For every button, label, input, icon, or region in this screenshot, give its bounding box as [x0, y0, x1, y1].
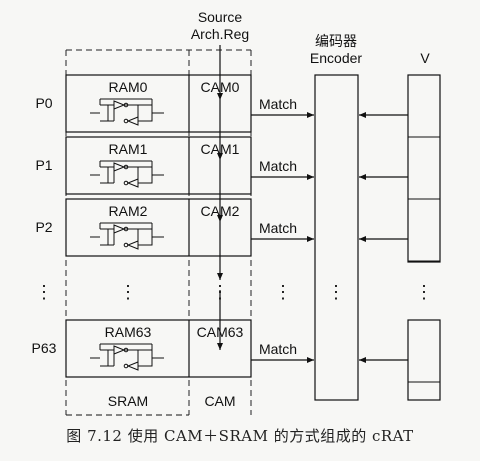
region-dividers: [65, 49, 252, 415]
source-label: Source: [198, 9, 243, 25]
sram-cell-icon: [90, 222, 164, 250]
row-box: [65, 74, 252, 133]
port-label: P2: [35, 219, 52, 235]
cam-entry-label: CAM63: [197, 324, 244, 340]
ellipsis-port: ⋮: [35, 282, 53, 302]
ellipsis-v: ⋮: [415, 282, 433, 302]
encoder-cn-label: 编码器: [315, 34, 357, 50]
cam-entry-label: CAM2: [201, 203, 240, 219]
sram-cell-icon: [90, 343, 164, 371]
sram-cell-icon: [90, 98, 164, 126]
footer: SRAM CAM: [66, 393, 236, 416]
port-label: P1: [35, 157, 52, 173]
ellipsis-row: ⋮ ⋮ ⋮ ⋮ ⋮ ⋮: [35, 282, 433, 302]
row-box: [65, 198, 252, 257]
v-column-box-bottom: [407, 319, 441, 401]
match-label: Match: [259, 96, 297, 112]
v-label: V: [420, 50, 430, 66]
row-box: [65, 319, 252, 378]
ellipsis-match: ⋮: [274, 282, 292, 302]
match-label: Match: [259, 220, 297, 236]
port-label: P0: [35, 95, 52, 111]
ram-label: RAM63: [105, 324, 152, 340]
encoder-label: Encoder: [310, 50, 362, 66]
row-box: [65, 136, 252, 195]
ram-label: RAM1: [109, 141, 148, 157]
match-label: Match: [259, 158, 297, 174]
sram-cell-icon: [90, 160, 164, 188]
cam-label: CAM: [204, 393, 235, 409]
v-column-box: [407, 74, 441, 263]
ellipsis-cam: ⋮: [211, 282, 229, 302]
ellipsis-encoder: ⋮: [327, 282, 345, 302]
arch-reg-label: Arch.Reg: [191, 26, 249, 42]
ellipsis-ram: ⋮: [119, 282, 137, 302]
port-label: P63: [32, 340, 57, 356]
cam-entry-label: CAM0: [201, 79, 240, 95]
ram-label: RAM2: [109, 203, 148, 219]
ram-label: RAM0: [109, 79, 148, 95]
match-label: Match: [259, 341, 297, 357]
figure-caption: 图 7.12 使用 CAM＋SRAM 的方式组成的 cRAT: [66, 427, 414, 445]
cam-entry-label: CAM1: [201, 141, 240, 157]
encoder-box: [314, 74, 359, 401]
sram-label: SRAM: [108, 393, 148, 409]
